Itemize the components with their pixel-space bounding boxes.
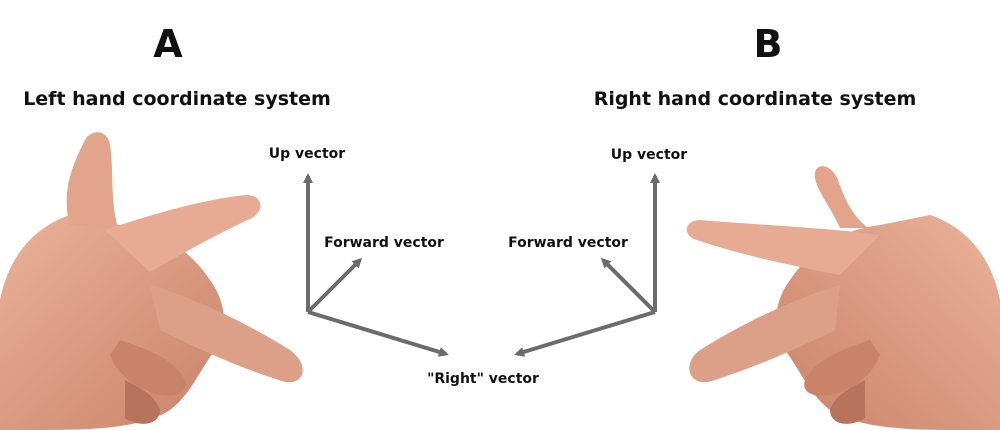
right-right-arrow bbox=[514, 310, 656, 357]
panel-a-letter: A bbox=[153, 22, 183, 66]
label-right-vector: "Right" vector bbox=[427, 371, 539, 387]
right-axes bbox=[514, 173, 660, 357]
right-hand-icon bbox=[686, 166, 1000, 430]
label-up-vector-right: Up vector bbox=[611, 147, 687, 163]
label-up-vector-left: Up vector bbox=[269, 146, 345, 162]
label-forward-vector-right: Forward vector bbox=[508, 235, 628, 251]
label-forward-vector-left: Forward vector bbox=[324, 235, 444, 251]
left-right-arrow bbox=[307, 310, 449, 357]
left-axes bbox=[303, 173, 449, 357]
left-forward-arrow bbox=[306, 257, 363, 314]
right-forward-arrow bbox=[600, 257, 657, 314]
panel-b-letter: B bbox=[754, 22, 783, 66]
panel-b-heading: Right hand coordinate system bbox=[594, 88, 917, 110]
panel-a-heading: Left hand coordinate system bbox=[23, 88, 331, 110]
left-hand-icon bbox=[0, 132, 303, 430]
